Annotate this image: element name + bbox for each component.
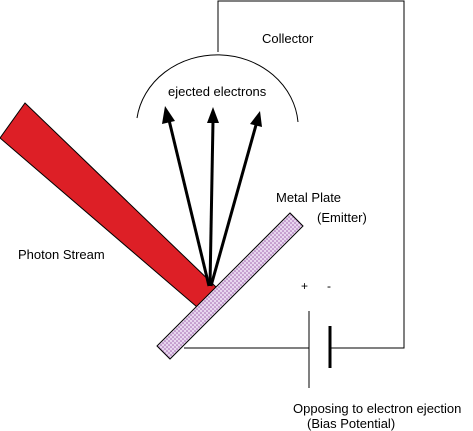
collector-label: Collector (262, 31, 314, 46)
battery-plus-sign: + (301, 279, 309, 293)
electron-arrow-middle (208, 120, 215, 287)
photon-stream-label: Photon Stream (18, 247, 105, 262)
battery-minus-sign: - (327, 279, 331, 293)
photon-beam (0, 102, 218, 314)
collector-arc (136, 54, 299, 123)
opposing-label: Opposing to electron ejection (293, 401, 462, 416)
emitter-label: (Emitter) (317, 210, 367, 225)
electron-arrow-left (167, 119, 211, 287)
electron-arrow-right (209, 124, 258, 287)
arrowhead-left (162, 106, 175, 124)
metal-plate (156, 212, 304, 360)
metal-plate-label: Metal Plate (276, 190, 342, 205)
collector-wire (217, 0, 405, 349)
arrowhead-middle (207, 107, 219, 123)
ejected-electrons-label: ejected electrons (168, 84, 267, 99)
arrowhead-right (250, 111, 262, 127)
bias-potential-label: (Bias Potential) (307, 416, 396, 431)
